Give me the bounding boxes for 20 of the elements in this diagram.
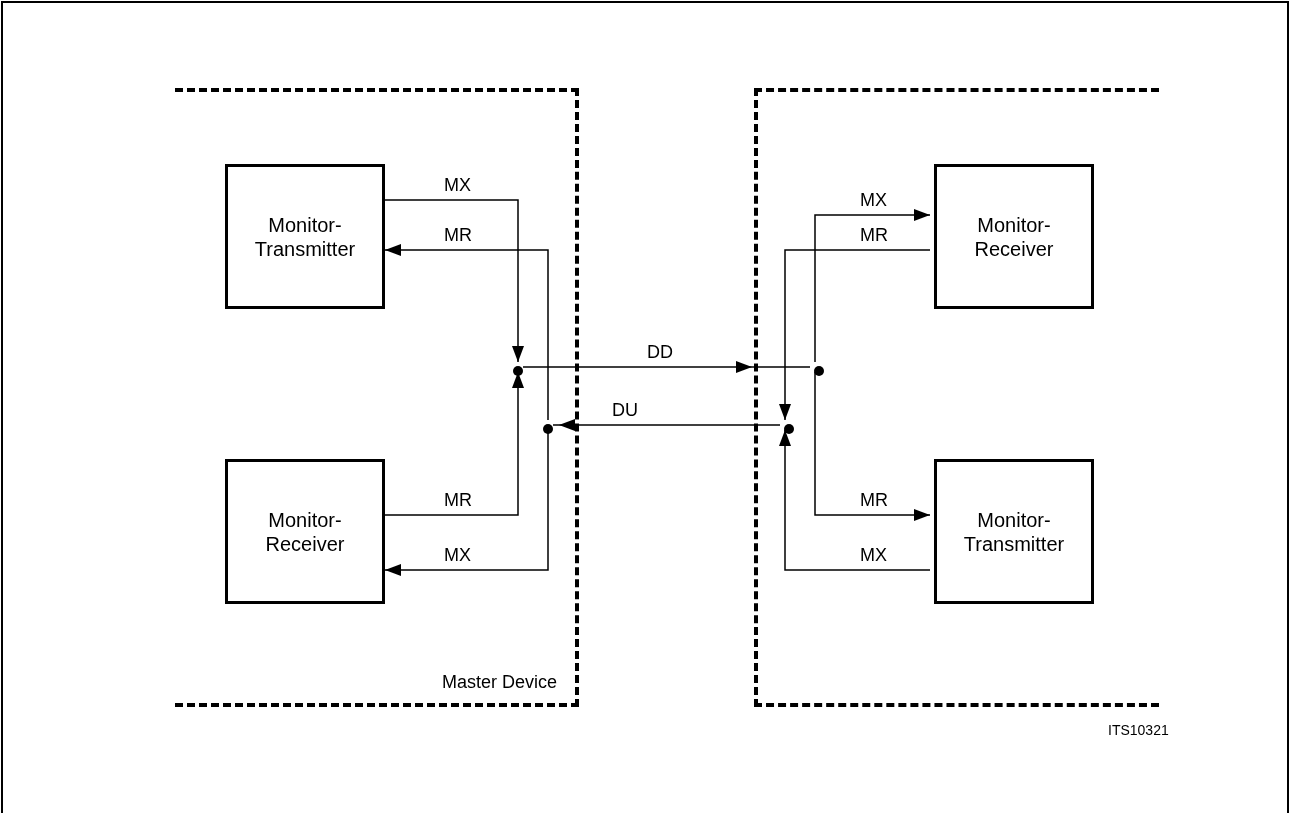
dashed-boundary (175, 88, 579, 707)
function-block: Monitor-Transmitter (225, 164, 385, 309)
connector-arrow (814, 209, 931, 363)
connector-arrow (779, 249, 931, 421)
connector-arrow (779, 429, 931, 571)
junction-dot (814, 366, 824, 376)
connector-arrow (384, 244, 549, 421)
function-block: Monitor-Receiver (934, 164, 1094, 309)
group-label: Master Device (441, 672, 557, 693)
function-block: Monitor-Receiver (225, 459, 385, 604)
connector-arrow (522, 361, 811, 373)
dashed-boundary (754, 88, 1159, 707)
junction-dot (543, 424, 553, 434)
function-block: Monitor-Transmitter (934, 459, 1094, 604)
figure-id: ITS10321 (1108, 722, 1169, 738)
connector-arrow (384, 199, 524, 363)
junction-dot (513, 366, 523, 376)
connector-arrow (814, 371, 931, 521)
junction-dot (784, 424, 794, 434)
connector-arrow (552, 419, 781, 431)
